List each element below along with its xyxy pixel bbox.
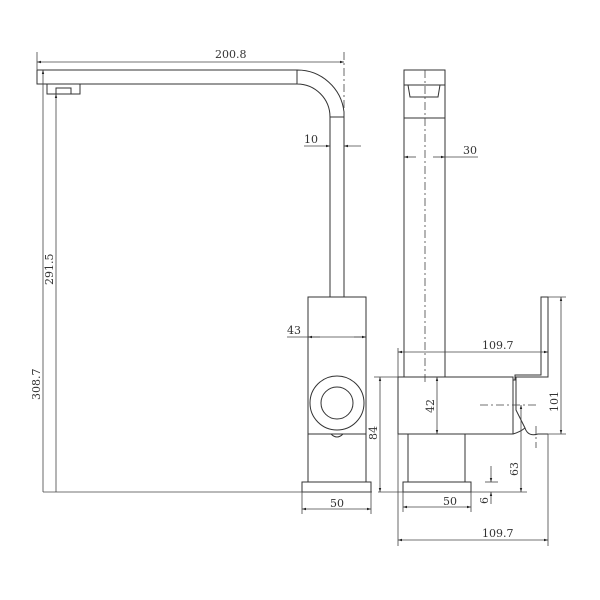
dim-total-height: 308.7 bbox=[30, 369, 43, 401]
dim-handle-height: 101 bbox=[548, 391, 561, 412]
dim-handle-reach-top: 109.7 bbox=[482, 339, 514, 352]
side-stem bbox=[407, 433, 466, 483]
handle-circle-inner bbox=[320, 386, 354, 420]
side-handle bbox=[513, 296, 549, 436]
side-view: 30 109.7 84 42 101 63 6 50 109.7 bbox=[367, 69, 566, 546]
aerator-insert bbox=[55, 87, 72, 95]
dim-body-height: 84 bbox=[367, 426, 380, 440]
body-knob bbox=[330, 433, 344, 438]
dim-spout-height: 291.5 bbox=[43, 254, 56, 286]
side-pipe bbox=[403, 69, 446, 378]
side-body bbox=[397, 376, 514, 435]
spout bbox=[36, 69, 345, 297]
front-view: 200.8 308.7 291.5 10 43 50 bbox=[30, 48, 372, 514]
handle-circle-outer bbox=[309, 375, 365, 431]
dim-side-base-width: 50 bbox=[443, 495, 457, 508]
dim-total-depth: 109.7 bbox=[482, 527, 514, 540]
side-aerator bbox=[407, 84, 441, 98]
faucet-body bbox=[307, 296, 367, 483]
dim-base-plate: 6 bbox=[478, 497, 491, 504]
dim-body-width: 43 bbox=[287, 324, 301, 337]
aerator bbox=[46, 83, 81, 95]
dim-spout-reach: 200.8 bbox=[215, 48, 247, 61]
side-base-plate bbox=[402, 481, 472, 493]
dim-body-offset: 42 bbox=[424, 399, 437, 413]
base-plate bbox=[301, 481, 372, 493]
dim-base-width: 50 bbox=[330, 497, 344, 510]
dim-pipe-diameter: 10 bbox=[304, 133, 318, 146]
dim-handle-base-height: 63 bbox=[508, 462, 521, 476]
dim-pipe-width: 30 bbox=[463, 144, 477, 157]
